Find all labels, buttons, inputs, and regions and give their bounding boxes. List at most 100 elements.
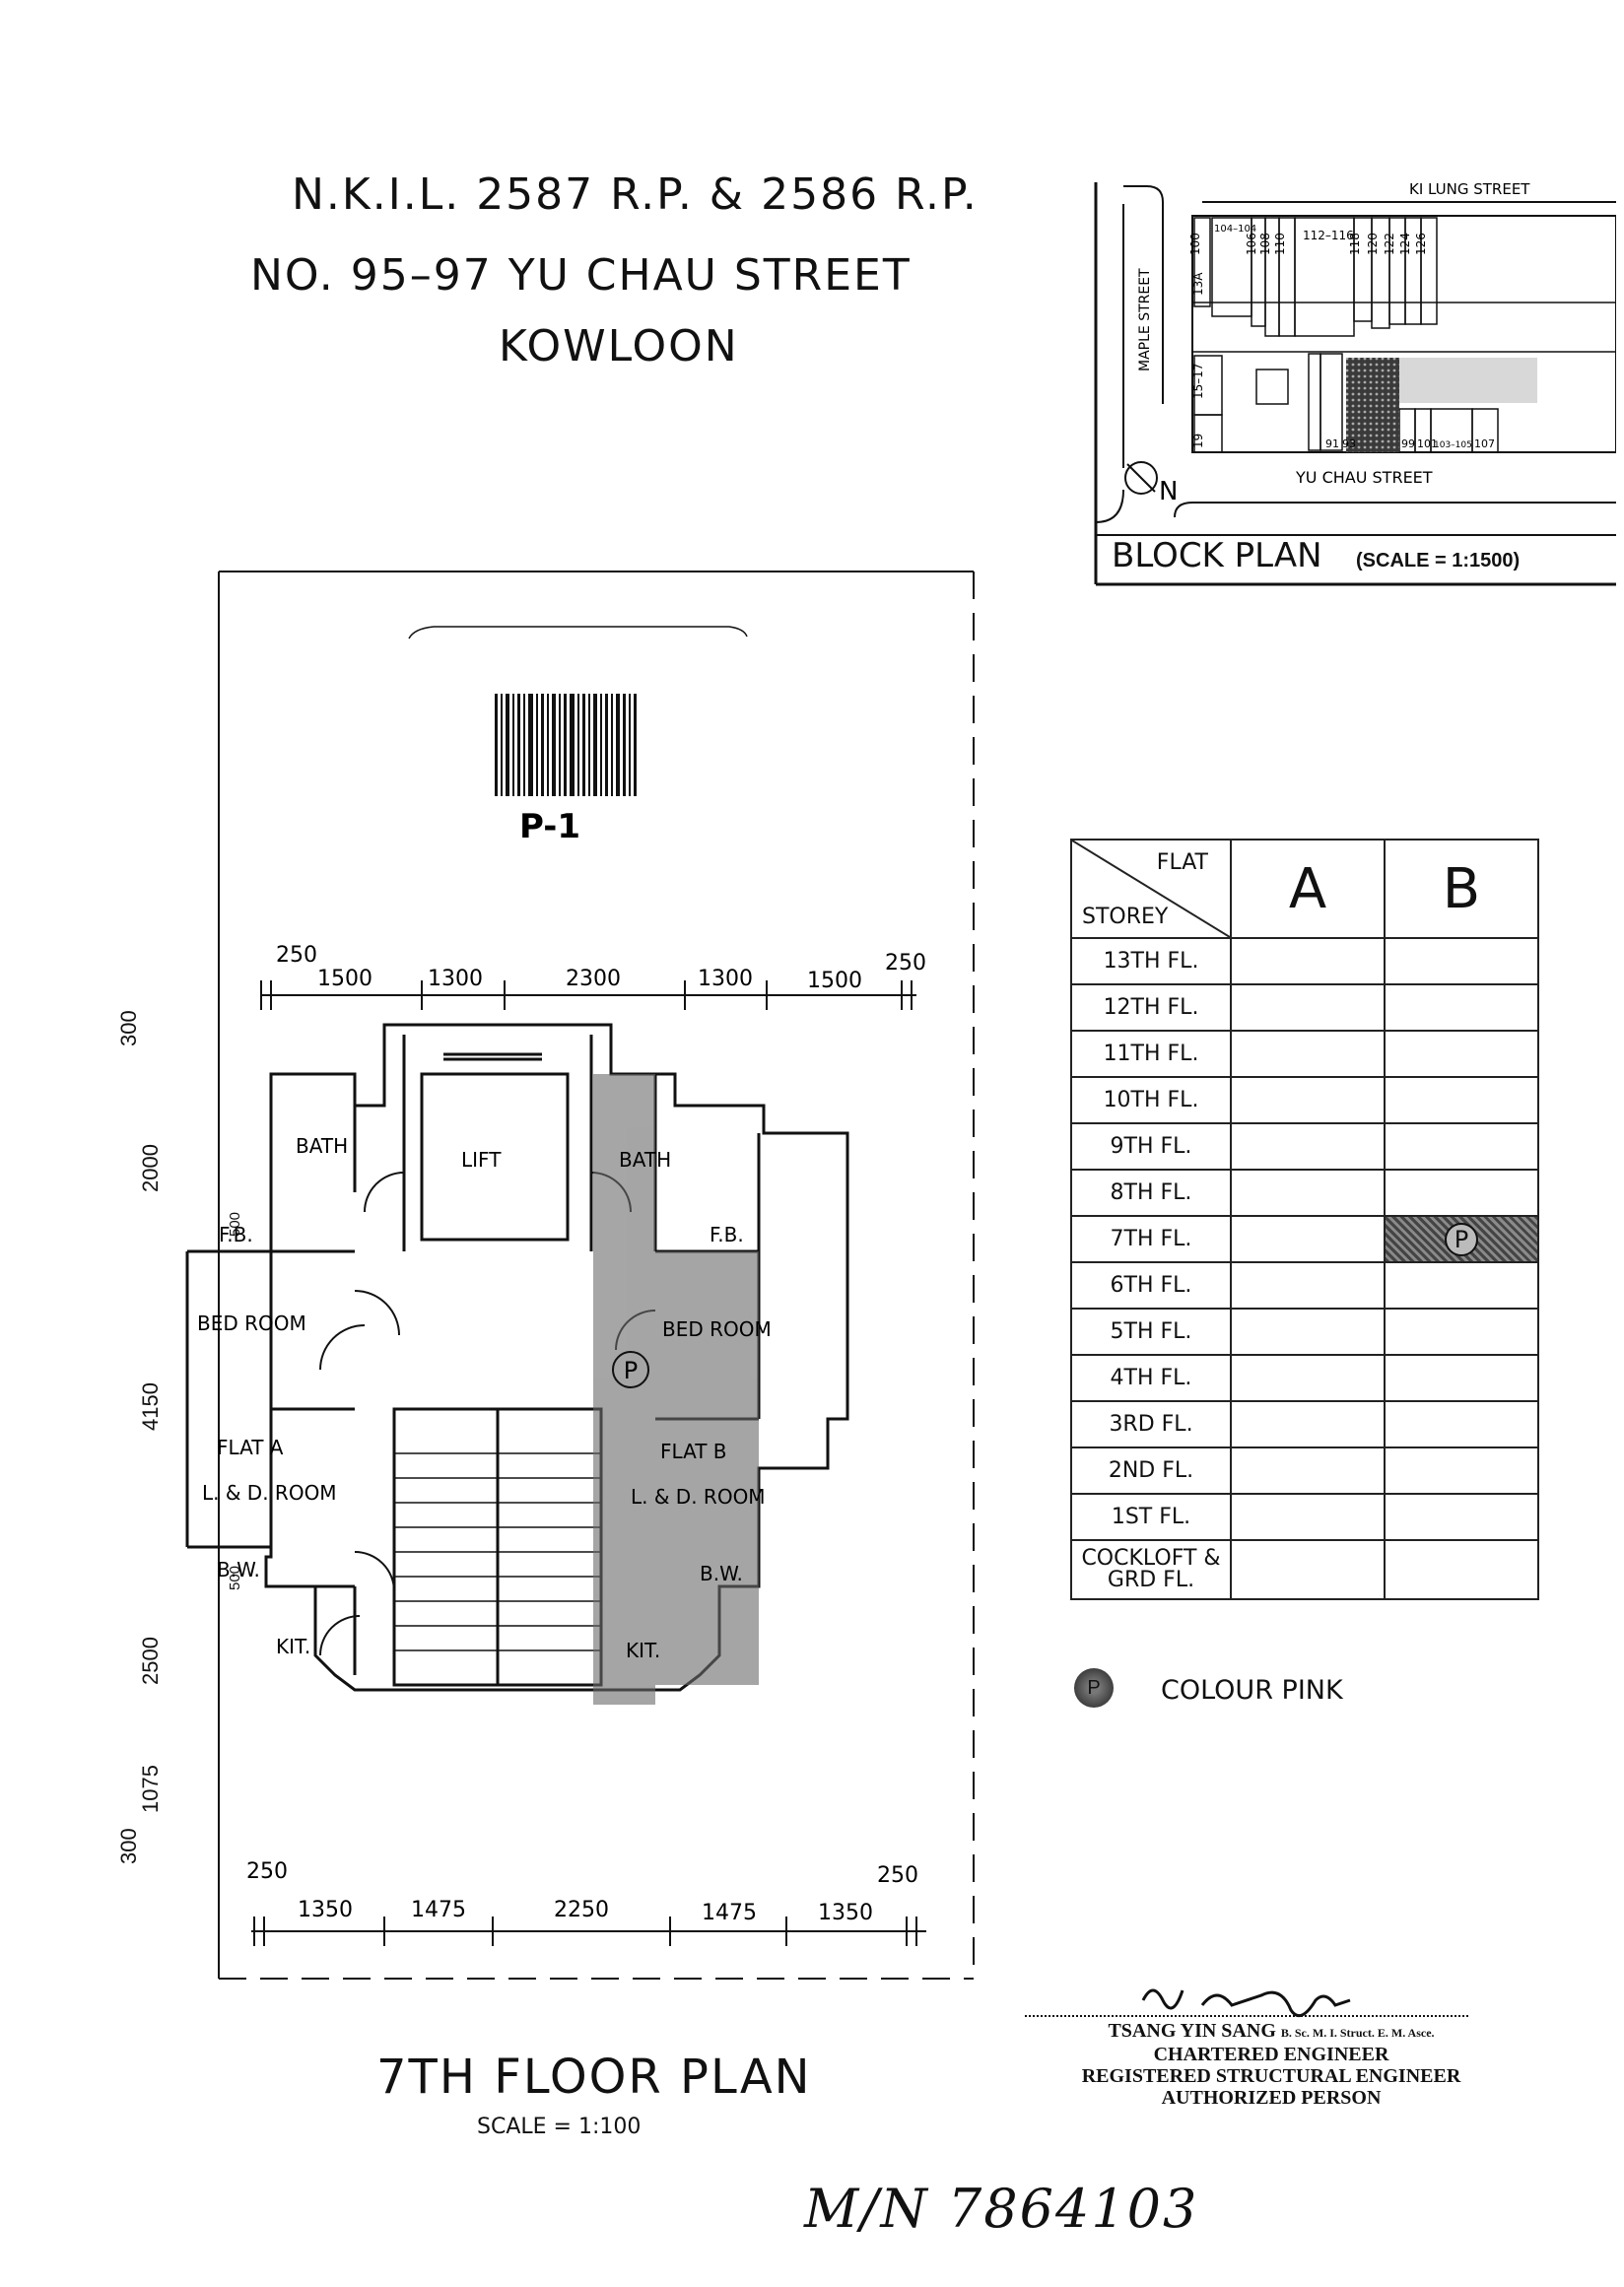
legend-text: COLOUR PINK <box>1161 1675 1343 1706</box>
table-cell <box>1384 937 1539 985</box>
dim-top: 1500 <box>807 969 862 993</box>
table-row: 4TH FL. <box>1070 1354 1539 1402</box>
dim-top: 1500 <box>317 967 372 991</box>
table-cell <box>1384 1493 1539 1541</box>
table-cell <box>1230 1354 1386 1402</box>
table-cell <box>1230 1400 1386 1448</box>
table-cell <box>1230 1493 1386 1541</box>
lot-label: 108 <box>1258 233 1272 255</box>
storey-label: 8TH FL. <box>1070 1169 1232 1217</box>
dim-top: 250 <box>276 943 317 968</box>
lot-label: 91 <box>1325 437 1339 450</box>
storey-label: 4TH FL. <box>1070 1354 1232 1402</box>
room-label: F.B. <box>710 1223 744 1246</box>
dim-top: 250 <box>885 951 926 975</box>
table-cell <box>1384 983 1539 1032</box>
table-corner-cell: FLAT STOREY <box>1070 839 1232 939</box>
lot-label: 15–17 <box>1191 363 1205 399</box>
storey-label: 7TH FL. <box>1070 1215 1232 1263</box>
table-cell <box>1230 937 1386 985</box>
table-cell <box>1230 1030 1386 1078</box>
storey-label: 3RD FL. <box>1070 1400 1232 1448</box>
highlighted-cell: P <box>1384 1215 1539 1263</box>
lot-label: 19 <box>1191 434 1205 448</box>
room-label: L. & D. ROOM <box>202 1481 337 1505</box>
table-cell <box>1384 1076 1539 1124</box>
storey-label: 2ND FL. <box>1070 1446 1232 1495</box>
street-bottom-label: YU CHAU STREET <box>1295 468 1433 487</box>
column-header-b: B <box>1384 839 1539 939</box>
floor-plan-title: 7TH FLOOR PLAN <box>376 2050 812 2105</box>
table-cell <box>1384 1446 1539 1495</box>
storey-label: 11TH FL. <box>1070 1030 1232 1078</box>
corner-storey-label: STOREY <box>1082 905 1169 929</box>
room-label: LIFT <box>461 1148 502 1172</box>
lot-label: 122 <box>1383 233 1396 255</box>
lot-label: 104–104 <box>1214 224 1256 235</box>
dim-top: 2300 <box>566 967 621 991</box>
storey-label: 9TH FL. <box>1070 1122 1232 1171</box>
dim-top: 1300 <box>698 967 753 991</box>
address-title: NO. 95–97 YU CHAU STREET <box>250 250 912 301</box>
block-plan-scale: (SCALE = 1:1500) <box>1356 550 1521 572</box>
lot-label: 124 <box>1398 233 1412 255</box>
dim-left: 500 <box>227 1565 243 1590</box>
room-label: B.W. <box>700 1562 743 1585</box>
room-label: BATH <box>619 1148 671 1172</box>
signer-quals: B. Sc. M. I. Struct. E. M. Asce. <box>1280 2026 1435 2040</box>
table-cell <box>1384 1030 1539 1078</box>
table-cell <box>1384 1122 1539 1171</box>
table-cell <box>1230 1215 1386 1263</box>
table-row: 3RD FL. <box>1070 1400 1539 1448</box>
storey-label: 1ST FL. <box>1070 1493 1232 1541</box>
table-row: 7TH FL. P <box>1070 1215 1539 1263</box>
barcode <box>495 694 637 796</box>
signature-block: TSANG YIN SANG B. Sc. M. I. Struct. E. M… <box>1025 2020 1518 2109</box>
dim-left: 500 <box>227 1211 243 1237</box>
lot-label: 107 <box>1474 437 1495 450</box>
lot-label: 118 <box>1348 233 1362 255</box>
signature-line <box>1025 2015 1468 2017</box>
storey-table: FLAT STOREY A B 13TH FL. 12TH FL. 11TH F… <box>1070 839 1539 1600</box>
dim-bottom: 1475 <box>702 1901 757 1925</box>
lot-label: 120 <box>1366 233 1380 255</box>
dim-bottom: 1475 <box>411 1898 466 1922</box>
north-label: N <box>1159 477 1178 506</box>
table-row: 12TH FL. <box>1070 983 1539 1032</box>
street-left-label: MAPLE STREET <box>1137 268 1153 371</box>
table-cell <box>1230 1261 1386 1310</box>
table-row: 1ST FL. <box>1070 1493 1539 1541</box>
storey-label: 5TH FL. <box>1070 1308 1232 1356</box>
room-label: BATH <box>296 1134 348 1158</box>
table-cell <box>1230 1446 1386 1495</box>
signer-title: CHARTERED ENGINEER <box>1153 2044 1389 2065</box>
signer-title: REGISTERED STRUCTURAL ENGINEER <box>1081 2065 1461 2087</box>
room-label: BED ROOM <box>662 1317 772 1341</box>
signature-scribble <box>1141 1988 1351 2018</box>
table-cell <box>1230 1169 1386 1217</box>
lot-label: 99 <box>1401 437 1415 450</box>
lot-label: 93 <box>1342 437 1356 450</box>
room-label: KIT. <box>626 1639 660 1662</box>
table-cell <box>1384 1539 1539 1600</box>
district-title: KOWLOON <box>499 321 739 371</box>
block-plan-label: BLOCK PLAN <box>1112 536 1322 575</box>
dim-bottom: 1350 <box>818 1901 873 1925</box>
dim-bottom: 250 <box>246 1859 288 1884</box>
lot-label: 106 <box>1245 233 1258 255</box>
table-cell <box>1230 1539 1386 1600</box>
table-row: 10TH FL. <box>1070 1076 1539 1124</box>
table-row: COCKLOFT & GRD FL. <box>1070 1539 1539 1600</box>
room-label: BED ROOM <box>197 1312 306 1335</box>
floor-plan-scale: SCALE = 1:100 <box>477 2115 642 2139</box>
street-top-label: KI LUNG STREET <box>1409 180 1530 198</box>
table-row: 6TH FL. <box>1070 1261 1539 1310</box>
column-header-a: A <box>1230 839 1386 939</box>
lot-label: 126 <box>1414 233 1428 255</box>
lot-title: N.K.I.L. 2587 R.P. & 2586 R.P. <box>292 169 979 220</box>
table-row: 13TH FL. <box>1070 937 1539 985</box>
lot-label: 101 <box>1417 437 1438 450</box>
pink-legend-icon: P <box>1074 1668 1114 1708</box>
lot-label: 100 <box>1188 233 1202 255</box>
dim-bottom: 2250 <box>554 1898 609 1922</box>
